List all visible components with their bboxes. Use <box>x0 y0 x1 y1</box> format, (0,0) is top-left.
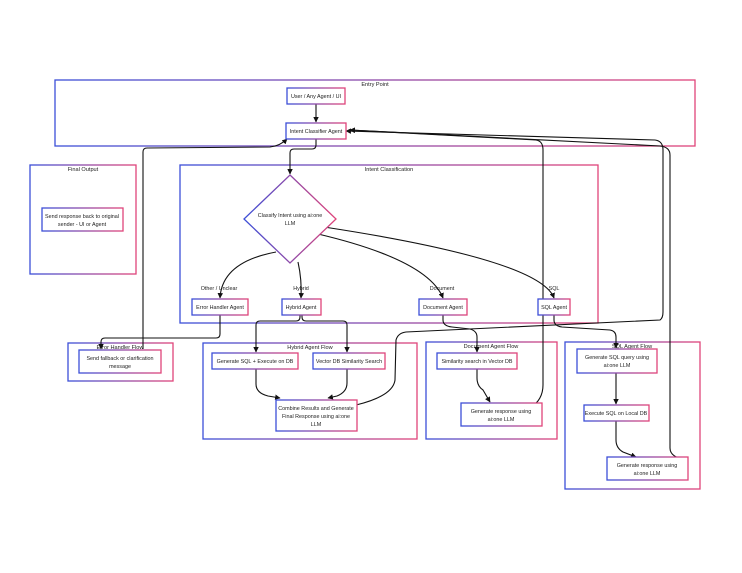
edge-combine-to-classifier <box>345 128 664 406</box>
group-title-hybrid-agent-flow: Hybrid Agent Flow <box>287 345 333 351</box>
svg-text:Generate SQL query using: Generate SQL query using <box>585 355 649 361</box>
svg-text:Intent Classifier Agent: Intent Classifier Agent <box>290 129 343 135</box>
edge-classify-to-document <box>317 233 444 299</box>
group-intent-classification <box>179 164 599 324</box>
svg-text:ai:one LLM: ai:one LLM <box>604 363 631 369</box>
group-title-intent-classification: Intent Classification <box>365 167 414 173</box>
node-sql-generate-response: Generate response using ai:one LLM <box>606 456 689 481</box>
node-user: User / Any Agent / UI <box>286 87 346 105</box>
node-send-response: Send response back to original sender - … <box>41 207 124 232</box>
svg-text:Send fallback or clarification: Send fallback or clarification <box>86 356 153 362</box>
edge-gen-sql-to-combine <box>255 368 281 400</box>
svg-text:User / Any Agent / UI: User / Any Agent / UI <box>291 94 341 100</box>
node-similarity-search: Similarity search in Vector DB <box>436 352 518 370</box>
svg-text:ai:one LLM: ai:one LLM <box>634 471 661 477</box>
svg-text:Execute SQL on Local DB: Execute SQL on Local DB <box>585 411 648 417</box>
svg-text:LLM: LLM <box>285 221 296 227</box>
node-hybrid-agent: Hybrid Agent <box>281 298 322 316</box>
edge-hybrid-to-gen-sql <box>253 314 301 353</box>
edge-vector-to-combine <box>327 368 348 400</box>
group-hybrid-agent-flow <box>202 342 418 440</box>
node-doc-generate-response: Generate response using ai:one LLM <box>460 402 543 427</box>
group-sql-agent-flow <box>564 341 701 490</box>
group-title-error-handler-flow: Error Handler Flow <box>97 345 145 351</box>
edge-label-document: Document <box>430 286 455 292</box>
edge-classifier-to-classify <box>287 139 317 175</box>
node-combine-results: Combine Results and Generate Final Respo… <box>275 399 358 432</box>
edge-docgen-to-classifier <box>349 127 544 409</box>
svg-text:Error Handler Agent: Error Handler Agent <box>196 305 244 311</box>
svg-text:Final Response using ai:one: Final Response using ai:one <box>282 414 350 420</box>
svg-text:Combine Results and Generate: Combine Results and Generate <box>278 406 354 412</box>
edge-label-other: Other / Unclear <box>201 286 238 292</box>
group-entry-point <box>54 79 696 147</box>
svg-text:Generate SQL + Execute on DB: Generate SQL + Execute on DB <box>217 359 294 365</box>
edge-classify-to-hybrid <box>297 261 305 299</box>
edge-classify-to-error-handler <box>217 251 277 299</box>
svg-text:Generate response using: Generate response using <box>617 463 678 469</box>
edge-classify-to-sql <box>323 226 555 299</box>
group-error-handler-flow <box>67 342 174 382</box>
edge-exec-to-sqlresp <box>615 421 637 458</box>
svg-text:Generate response using: Generate response using <box>471 409 532 415</box>
node-sql-agent: SQL Agent <box>537 298 571 316</box>
edge-hybrid-to-vector <box>301 314 350 353</box>
edge-document-to-similarity <box>442 314 480 353</box>
svg-text:SQL Agent: SQL Agent <box>541 305 567 311</box>
edge-similarity-to-docgen <box>476 369 491 403</box>
node-send-fallback: Send fallback or clarification message <box>78 349 162 374</box>
group-title-final-output: Final Output <box>68 167 99 173</box>
edge-fallback-to-classifier <box>142 138 288 349</box>
svg-text:sender - UI or Agent: sender - UI or Agent <box>58 222 107 228</box>
svg-text:Vector DB Similarity Search: Vector DB Similarity Search <box>316 359 382 365</box>
node-generate-sql-query: Generate SQL query using ai:one LLM <box>576 348 658 374</box>
svg-text:Similarity search in Vector DB: Similarity search in Vector DB <box>442 359 513 365</box>
group-title-document-agent-flow: Document Agent Flow <box>464 344 520 350</box>
node-intent-classifier: Intent Classifier Agent <box>285 122 347 140</box>
node-classify-intent-decision: Classify Intent using ai:one LLM <box>243 174 337 264</box>
edge-error-to-fallback <box>98 314 221 350</box>
group-title-entry-point: Entry Point <box>361 82 389 88</box>
group-title-sql-agent-flow: SQL Agent Flow <box>612 344 653 350</box>
svg-text:LLM: LLM <box>311 422 322 428</box>
svg-text:Hybrid Agent: Hybrid Agent <box>286 305 317 311</box>
node-generate-sql-execute: Generate SQL + Execute on DB <box>211 352 299 370</box>
node-document-agent: Document Agent <box>418 298 468 316</box>
svg-text:message: message <box>109 364 131 370</box>
svg-text:Document Agent: Document Agent <box>423 305 463 311</box>
edge-sql-to-sqlgen <box>553 314 619 349</box>
group-final-output <box>29 164 137 275</box>
node-vector-similarity-search: Vector DB Similarity Search <box>312 352 386 370</box>
node-error-handler-agent: Error Handler Agent <box>191 298 249 316</box>
edge-label-hybrid: Hybrid <box>293 286 309 292</box>
svg-text:Send response back to original: Send response back to original <box>45 214 119 220</box>
node-execute-sql-local: Execute SQL on Local DB <box>583 404 650 422</box>
edge-label-sql: SQL <box>549 286 560 292</box>
group-document-agent-flow <box>425 341 558 440</box>
svg-text:ai:one LLM: ai:one LLM <box>488 417 515 423</box>
svg-text:Classify Intent using ai:one: Classify Intent using ai:one <box>258 213 322 219</box>
